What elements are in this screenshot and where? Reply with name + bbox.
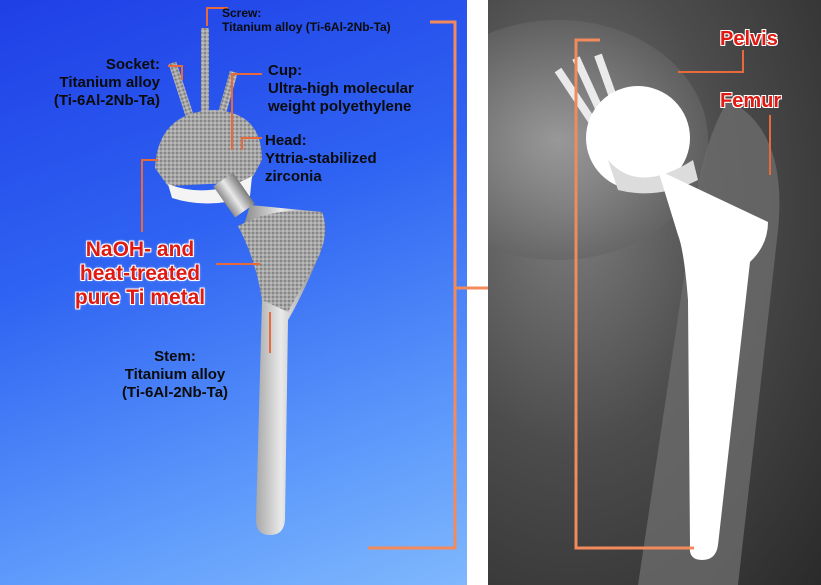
stem-material: Titanium alloy xyxy=(100,366,250,384)
coating-line-1: NaOH- and xyxy=(40,238,240,262)
cup-material-2: weight polyethylene xyxy=(268,98,414,116)
screw-label: Screw: Titanium alloy (Ti-6Al-2Nb-Ta) xyxy=(222,6,391,34)
xray-image xyxy=(488,0,821,585)
socket-material-code: (Ti-6Al-2Nb-Ta) xyxy=(30,92,160,110)
socket-label: Socket: Titanium alloy (Ti-6Al-2Nb-Ta) xyxy=(30,56,160,110)
socket-material: Titanium alloy xyxy=(30,74,160,92)
implant-diagram-panel: Screw: Titanium alloy (Ti-6Al-2Nb-Ta) So… xyxy=(0,0,467,585)
head-title: Head: xyxy=(265,132,377,150)
socket-title: Socket: xyxy=(30,56,160,74)
head-material: Yttria-stabilized xyxy=(265,150,377,168)
screw xyxy=(201,28,209,120)
stem-title: Stem: xyxy=(100,348,250,366)
xray-panel: Pelvis Femur xyxy=(488,0,821,585)
coating-label: NaOH- and heat-treated pure Ti metal xyxy=(40,238,240,310)
coating-leader-socket xyxy=(142,160,158,232)
screw-material: Titanium alloy (Ti-6Al-2Nb-Ta) xyxy=(222,20,391,34)
pelvis-leader xyxy=(678,50,743,72)
stem-label: Stem: Titanium alloy (Ti-6Al-2Nb-Ta) xyxy=(100,348,250,402)
cup-material: Ultra-high molecular xyxy=(268,80,414,98)
femur-label: Femur xyxy=(720,90,781,113)
pelvis-label: Pelvis xyxy=(720,28,778,51)
stem-material-code: (Ti-6Al-2Nb-Ta) xyxy=(100,384,250,402)
cup-label: Cup: Ultra-high molecular weight polyeth… xyxy=(268,62,414,116)
socket-shell xyxy=(155,110,262,186)
screw-title: Screw: xyxy=(222,6,391,20)
stem-porous-coating xyxy=(238,211,325,312)
head-label: Head: Yttria-stabilized zirconia xyxy=(265,132,377,186)
cup-title: Cup: xyxy=(268,62,414,80)
coating-line-2: heat-treated xyxy=(40,262,240,286)
head-material-2: zirconia xyxy=(265,168,377,186)
coating-line-3: pure Ti metal xyxy=(40,286,240,310)
screws xyxy=(169,28,238,123)
